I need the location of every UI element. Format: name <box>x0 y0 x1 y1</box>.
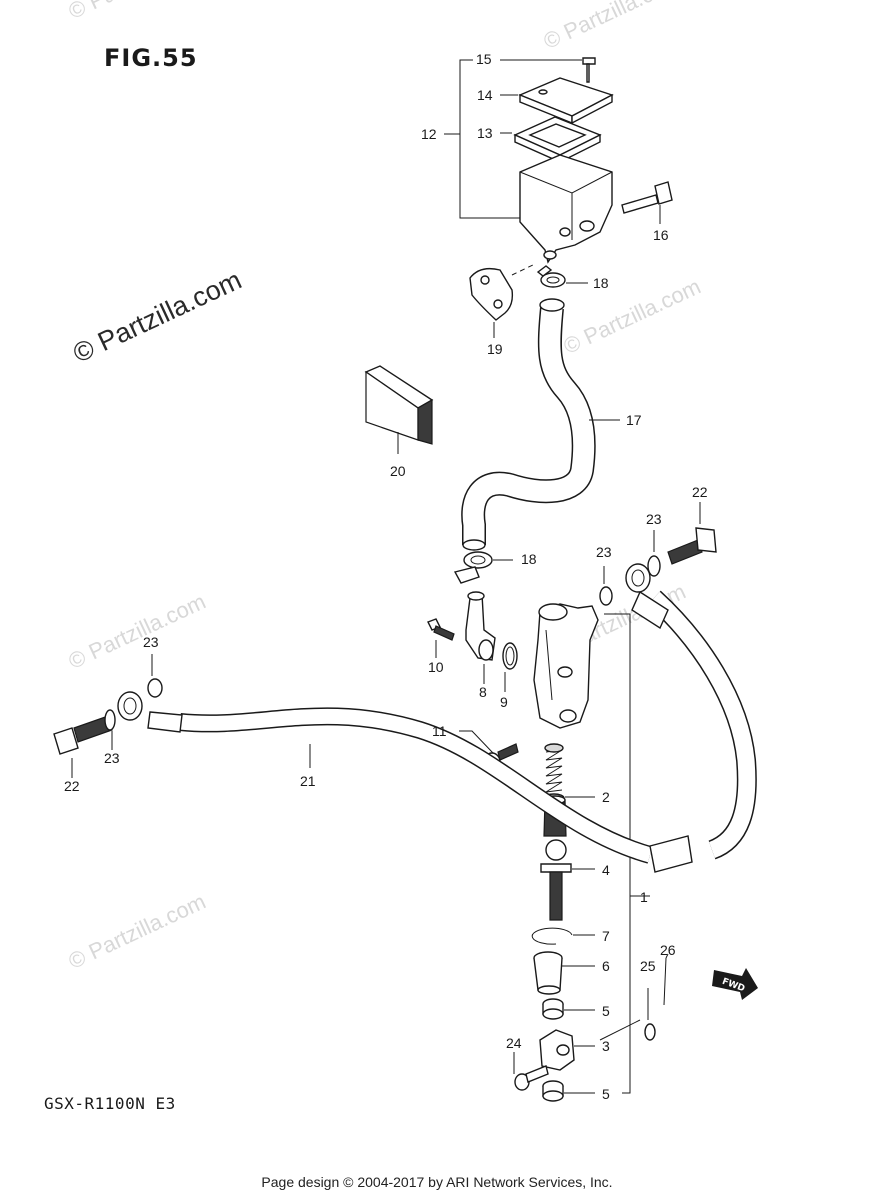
part-24-pin <box>513 1052 549 1091</box>
callout-12: 12 <box>421 126 437 142</box>
callout-23-right-a: 23 <box>646 511 662 527</box>
reservoir-bracket-12 <box>444 59 520 219</box>
part-22-bolt-right <box>667 502 717 565</box>
part-12-reservoir-body <box>519 154 613 264</box>
callout-26: 26 <box>660 942 676 958</box>
part-19-gasket <box>469 263 536 338</box>
callout-6: 6 <box>602 958 610 974</box>
callout-22-left: 22 <box>64 778 80 794</box>
part-23-washer-right-b <box>599 566 613 606</box>
callout-7: 7 <box>602 928 610 944</box>
part-1-master-cylinder <box>533 603 599 729</box>
callout-17: 17 <box>626 412 642 428</box>
callout-3: 3 <box>602 1038 610 1054</box>
callout-8: 8 <box>479 684 487 700</box>
callout-21: 21 <box>300 773 316 789</box>
part-8-joint <box>465 591 496 684</box>
callout-23-right-b: 23 <box>596 544 612 560</box>
part-25-washer <box>644 988 656 1041</box>
callout-19: 19 <box>487 341 503 357</box>
part-9-o-ring <box>502 642 518 692</box>
part-20-label <box>364 365 434 454</box>
part-5-nut-upper <box>542 998 595 1020</box>
part-7-circlip <box>531 927 595 945</box>
part-16-bolt <box>621 181 673 224</box>
callout-24: 24 <box>506 1035 522 1051</box>
part-3-clevis <box>539 1019 641 1071</box>
callout-18-lower: 18 <box>521 551 537 567</box>
part-5-nut-lower <box>542 1080 595 1102</box>
callout-4: 4 <box>602 862 610 878</box>
right-brake-hose <box>625 563 757 860</box>
callout-23-left-a: 23 <box>104 750 120 766</box>
figure-title: FIG.55 <box>104 44 198 72</box>
page-footer: Page design © 2004-2017 by ARI Network S… <box>261 1174 613 1190</box>
callout-16: 16 <box>653 227 669 243</box>
callout-9: 9 <box>500 694 508 710</box>
part-21-brake-hose <box>147 707 693 873</box>
part-23-washer-right-a <box>647 530 661 577</box>
model-code: GSX-R1100N E3 <box>44 1094 176 1113</box>
callout-20: 20 <box>390 463 406 479</box>
callout-11: 11 <box>432 723 447 739</box>
callout-25: 25 <box>640 958 656 974</box>
part-10-screw <box>427 618 455 658</box>
callout-18-upper: 18 <box>593 275 609 291</box>
part-23-washer-left-b <box>147 654 163 698</box>
callout-5-upper: 5 <box>602 1003 610 1019</box>
part-6-boot <box>533 951 595 995</box>
part-18-clamp-upper <box>536 265 588 288</box>
part-13-diaphragm <box>500 116 602 164</box>
callout-2: 2 <box>602 789 610 805</box>
part-17-hose <box>461 298 620 551</box>
callout-15: 15 <box>476 51 492 67</box>
callout-5-lower: 5 <box>602 1086 610 1102</box>
callout-14: 14 <box>477 87 493 103</box>
part-14-cap <box>500 77 614 125</box>
callout-23-left-b: 23 <box>143 634 159 650</box>
part-18-clamp-lower <box>453 551 513 584</box>
callout-1: 1 <box>640 889 648 905</box>
part-15-screw <box>500 57 596 83</box>
left-banjo-eye <box>117 691 143 721</box>
part-22-bolt-left <box>53 715 113 778</box>
callout-22-right: 22 <box>692 484 708 500</box>
part-2-spring <box>543 743 595 803</box>
callout-10: 10 <box>428 659 444 675</box>
part-26-cotter-pin <box>663 953 669 1006</box>
part-4-push-rod <box>540 839 595 921</box>
fwd-arrow-icon: FWD <box>712 968 758 1000</box>
part-23-washer-left-a <box>104 709 116 750</box>
callout-13: 13 <box>477 125 493 141</box>
